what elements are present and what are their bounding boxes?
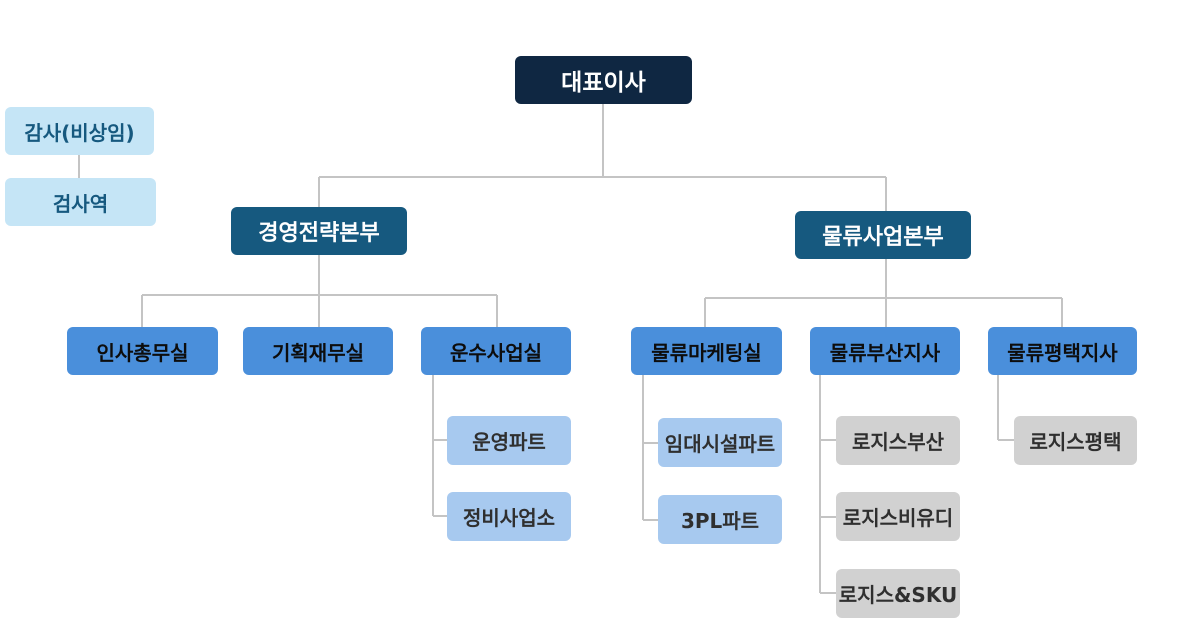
logis-pyeongtaek-label: 로지스평택 bbox=[1029, 430, 1122, 454]
lease-part-node: 임대시설파트 bbox=[658, 418, 782, 467]
maintenance-part-label: 정비사업소 bbox=[463, 506, 555, 530]
planning-finance-dept-node: 기획재무실 bbox=[243, 327, 393, 375]
logis-bud-label: 로지스비유디 bbox=[842, 506, 954, 530]
audit-node: 감사(비상임) bbox=[5, 107, 154, 155]
logis-bud-node: 로지스비유디 bbox=[836, 492, 960, 541]
operation-part-label: 운영파트 bbox=[472, 430, 546, 454]
ceo-label: 대표이사 bbox=[561, 70, 646, 96]
planning-finance-dept-label: 기획재무실 bbox=[272, 340, 364, 365]
transport-dept-node: 운수사업실 bbox=[421, 327, 571, 375]
logistics-marketing-dept-label: 물류마케팅실 bbox=[651, 340, 762, 365]
busan-branch-label: 물류부산지사 bbox=[829, 340, 941, 365]
logistics-marketing-dept-node: 물류마케팅실 bbox=[631, 327, 782, 375]
logistics-hq-node: 물류사업본부 bbox=[795, 211, 971, 259]
logis-sku-node: 로지스&SKU bbox=[836, 569, 960, 618]
hr-dept-node: 인사총무실 bbox=[67, 327, 218, 375]
3pl-part-label: 3PL파트 bbox=[680, 509, 760, 533]
logis-busan-label: 로지스부산 bbox=[852, 430, 944, 454]
management-hq-node: 경영전략본부 bbox=[231, 207, 407, 255]
logistics-hq-label: 물류사업본부 bbox=[822, 225, 944, 250]
logis-sku-label: 로지스&SKU bbox=[838, 583, 958, 607]
inspector-label: 검사역 bbox=[52, 191, 109, 216]
inspector-node: 검사역 bbox=[5, 178, 156, 226]
management-hq-label: 경영전략본부 bbox=[258, 221, 380, 246]
maintenance-part-node: 정비사업소 bbox=[447, 492, 571, 541]
ceo-node: 대표이사 bbox=[515, 56, 692, 104]
pyeongtaek-branch-node: 물류평택지사 bbox=[988, 327, 1137, 375]
logis-pyeongtaek-node: 로지스평택 bbox=[1014, 416, 1137, 465]
hr-dept-label: 인사총무실 bbox=[96, 340, 189, 365]
operation-part-node: 운영파트 bbox=[447, 416, 571, 465]
pyeongtaek-branch-label: 물류평택지사 bbox=[1007, 340, 1118, 365]
transport-dept-label: 운수사업실 bbox=[450, 340, 542, 365]
audit-label: 감사(비상임) bbox=[24, 120, 135, 145]
logis-busan-node: 로지스부산 bbox=[836, 416, 960, 465]
lease-part-label: 임대시설파트 bbox=[664, 432, 776, 456]
3pl-part-node: 3PL파트 bbox=[658, 495, 782, 544]
busan-branch-node: 물류부산지사 bbox=[810, 327, 960, 375]
